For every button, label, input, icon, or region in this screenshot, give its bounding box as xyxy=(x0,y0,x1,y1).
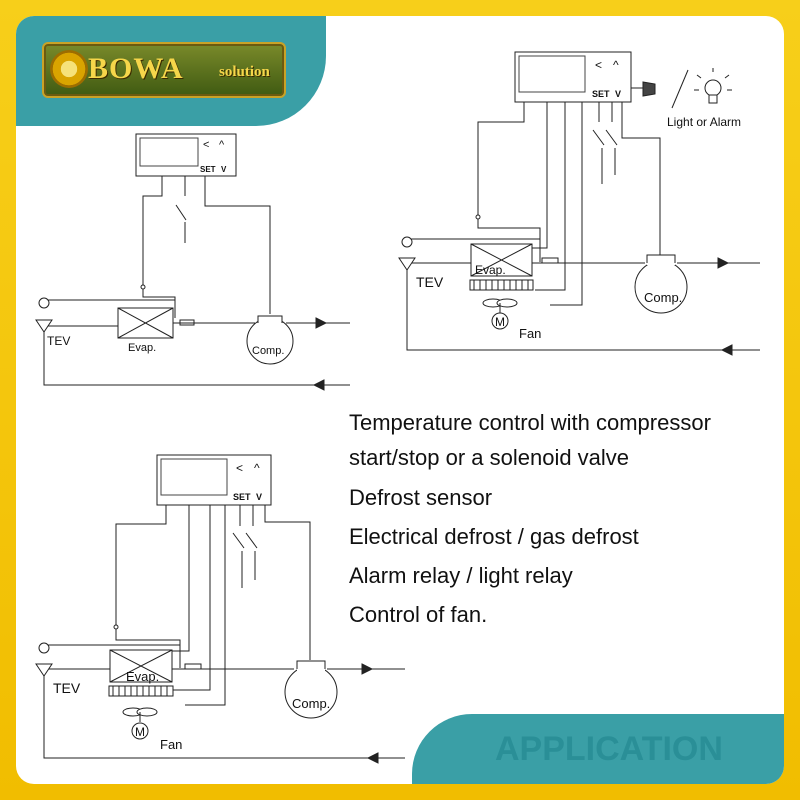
fan-grille xyxy=(469,279,534,291)
evap-label-2: Evap. xyxy=(475,263,506,277)
evap-label-1: Evap. xyxy=(128,342,156,354)
feature-line-5: Alarm relay / light relay xyxy=(349,563,573,588)
fan-icon xyxy=(482,298,518,313)
controller-box xyxy=(514,51,632,103)
section-title: APPLICATION xyxy=(495,730,723,768)
compressor-circle xyxy=(246,317,294,365)
feature-line-1: Temperature control with compressor xyxy=(349,410,711,435)
controller-box xyxy=(156,454,272,506)
controller-up-arrow: ^ xyxy=(219,139,225,151)
controller-left-arrow: < xyxy=(236,461,243,475)
logo-name: BOWA xyxy=(88,52,184,85)
controller-left-arrow: < xyxy=(595,58,602,72)
controller-down-label: V xyxy=(256,492,262,502)
controller-left-arrow: < xyxy=(203,139,209,151)
comp-label-3: Comp. xyxy=(292,696,330,711)
motor-icon xyxy=(131,722,149,740)
controller-up-arrow: ^ xyxy=(613,58,619,72)
fan-grille xyxy=(108,685,174,697)
controller-box xyxy=(135,133,237,177)
fan-label-2: Fan xyxy=(519,326,541,341)
diagram-basic: < ^ SET V TEV Evap. Comp. xyxy=(35,133,350,391)
footer-band xyxy=(412,714,784,784)
feature-line-2: start/stop or a solenoid valve xyxy=(349,445,630,470)
brand-logo: BOWA solution xyxy=(42,42,286,98)
controller-set-label: SET xyxy=(200,165,216,174)
controller-down-label: V xyxy=(615,89,621,99)
tev-label-3: TEV xyxy=(53,680,81,696)
comp-label-2: Comp. xyxy=(644,290,682,305)
light-bulb-icon xyxy=(694,68,732,104)
diagram-with-fan-and-light: < ^ SET V Light or Alarm xyxy=(398,51,760,356)
controller-up-arrow: ^ xyxy=(254,461,260,475)
feature-line-3: Defrost sensor xyxy=(349,485,493,510)
controller-set-label: SET xyxy=(592,89,610,99)
fan-icon xyxy=(122,707,158,722)
logo-emblem-icon xyxy=(50,50,88,88)
motor-icon xyxy=(491,312,509,330)
website-link[interactable]: www.bowasolution.com xyxy=(611,700,778,717)
controller-set-label: SET xyxy=(233,492,251,502)
logo-suffix: solution xyxy=(219,64,270,80)
controller-down-label: V xyxy=(221,165,227,174)
compressor-circle xyxy=(634,260,688,314)
feature-line-4: Electrical defrost / gas defrost xyxy=(349,524,639,549)
tev-label-1: TEV xyxy=(47,334,70,348)
light-or-alarm-label: Light or Alarm xyxy=(667,115,741,129)
motor-label-2: M xyxy=(495,315,505,329)
evap-label-3: Evap. xyxy=(126,669,159,684)
comp-label-1: Comp. xyxy=(252,345,284,357)
fan-label-3: Fan xyxy=(160,737,182,752)
tev-label-2: TEV xyxy=(416,274,444,290)
motor-label-3: M xyxy=(135,725,145,739)
feature-line-6: Control of fan. xyxy=(349,602,488,627)
diagram-with-fan: < ^ SET V M Fan xyxy=(35,454,405,764)
controller-display xyxy=(139,137,199,167)
